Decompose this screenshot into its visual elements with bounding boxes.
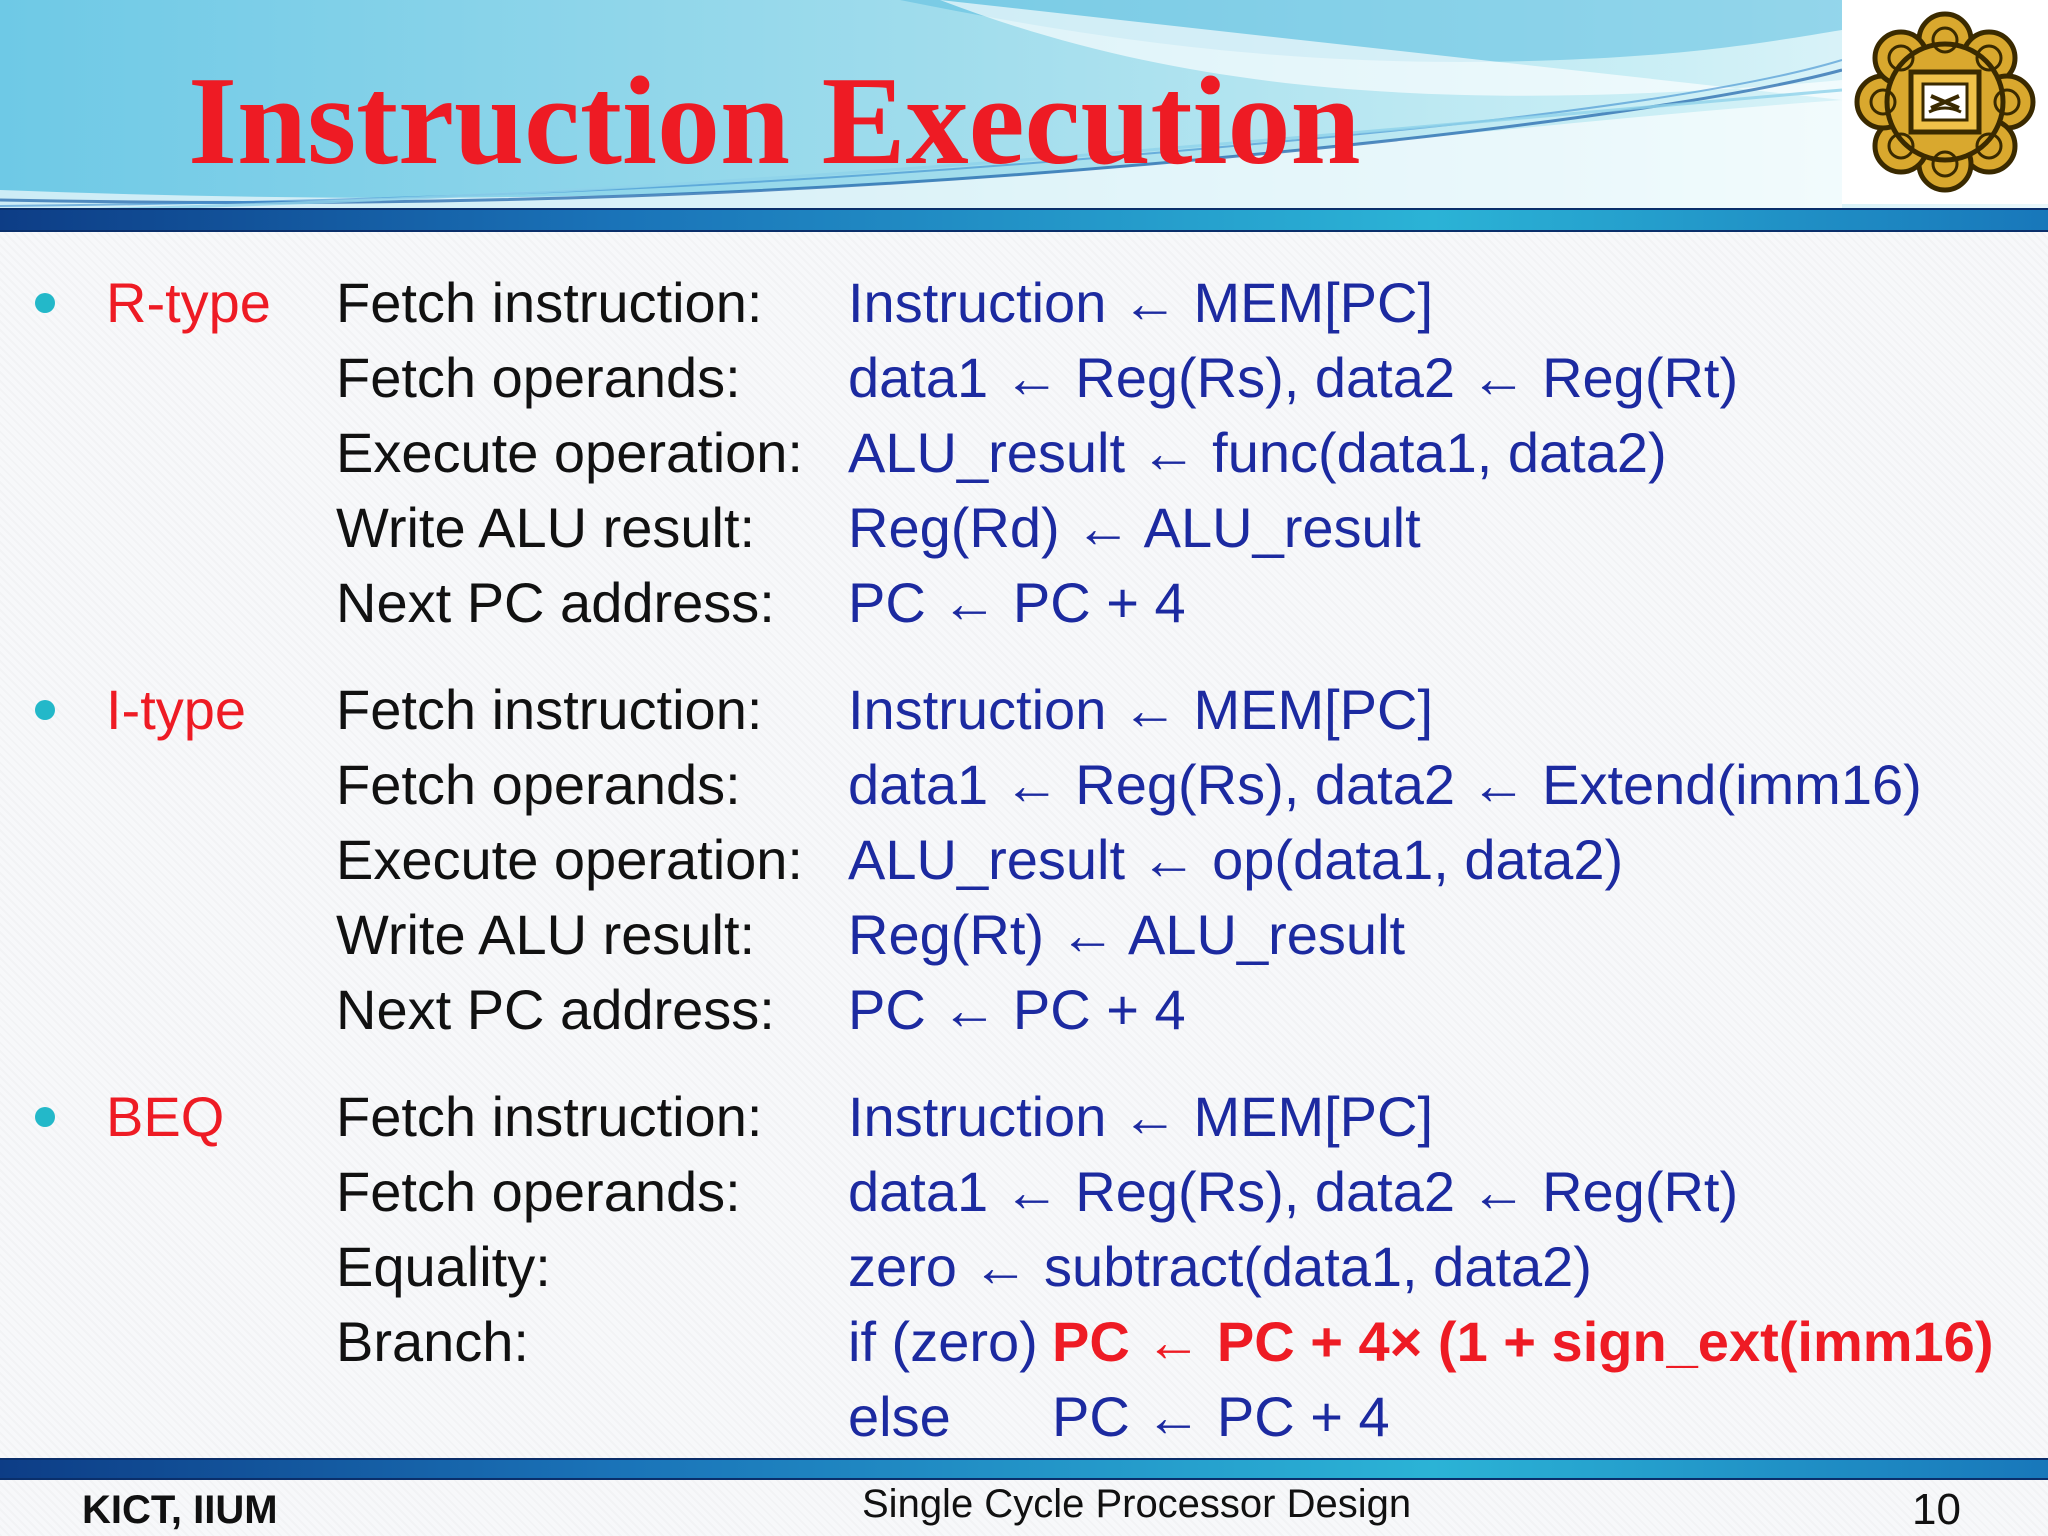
step-row: Execute operation: ALU_result ← func(dat… [0, 415, 2048, 490]
step-expression: data1 ← Reg(Rs), data2 ← Reg(Rt) [848, 346, 1739, 409]
step-label: Execute operation: [336, 421, 803, 484]
step-row: Fetch operands: data1 ← Reg(Rs), data2 ←… [0, 340, 2048, 415]
step-label: Execute operation: [336, 828, 803, 891]
step-label: Equality: [336, 1235, 551, 1298]
step-label: Fetch instruction: [336, 678, 763, 741]
step-row: Execute operation: ALU_result ← op(data1… [0, 822, 2048, 897]
step-row: Write ALU result: Reg(Rt) ← ALU_result [0, 897, 2048, 972]
step-expression: Reg(Rt) ← ALU_result [848, 903, 1406, 966]
page-number: 10 [1912, 1485, 1961, 1534]
step-row: Fetch instruction: Instruction ← MEM[PC] [0, 265, 2048, 340]
step-row: Fetch operands: data1 ← Reg(Rs), data2 ←… [0, 747, 2048, 822]
slide-title: Instruction Execution [188, 52, 1361, 191]
step-expression: data1 ← Reg(Rs), data2 ← Reg(Rt) [848, 1160, 1739, 1223]
step-expression: Instruction ← MEM[PC] [848, 1085, 1434, 1148]
header-divider [0, 208, 2048, 232]
step-row: Next PC address: PC ← PC + 4 [0, 972, 2048, 1047]
step-expression: Instruction ← MEM[PC] [848, 271, 1434, 334]
step-label: Fetch operands: [336, 753, 741, 816]
bullet-dot-icon [35, 700, 55, 720]
step-row: Next PC address: PC ← PC + 4 [0, 565, 2048, 640]
step-row: Fetch instruction: Instruction ← MEM[PC] [0, 672, 2048, 747]
step-expression: zero ← subtract(data1, data2) [848, 1235, 1592, 1298]
footer-course-title: Single Cycle Processor Design [862, 1482, 1412, 1526]
step-label: Write ALU result: [336, 496, 756, 559]
step-label: Fetch instruction: [336, 271, 763, 334]
section-label: R-type [106, 271, 271, 334]
step-expression: Instruction ← MEM[PC] [848, 678, 1434, 741]
section-label: I-type [106, 678, 247, 741]
step-label: Fetch operands: [336, 346, 741, 409]
step-expression: PC ← PC + 4 [848, 978, 1186, 1041]
footer-divider [0, 1458, 2048, 1480]
step-expression: ALU_result ← op(data1, data2) [848, 828, 1624, 891]
step-label: Fetch operands: [336, 1160, 741, 1223]
step-row: else PC ← PC + 4 [0, 1379, 2048, 1454]
else-expression: PC ← PC + 4 [1052, 1385, 1390, 1448]
step-label: Branch: [336, 1310, 529, 1373]
step-row: Equality: zero ← subtract(data1, data2) [0, 1229, 2048, 1304]
step-label: Write ALU result: [336, 903, 756, 966]
header-banner [0, 0, 2048, 215]
bullet-dot-icon [35, 1107, 55, 1127]
step-label: Fetch instruction: [336, 1085, 763, 1148]
branch-target-expression: PC ← PC + 4× (1 + sign_ext(imm16) [1052, 1310, 1994, 1373]
step-expression: PC ← PC + 4 [848, 571, 1186, 634]
step-row: Fetch instruction: Instruction ← MEM[PC] [0, 1079, 2048, 1154]
iium-emblem-icon [1854, 11, 2036, 193]
step-expression: ALU_result ← func(data1, data2) [848, 421, 1667, 484]
step-expression: Reg(Rd) ← ALU_result [848, 496, 1421, 559]
step-expression: data1 ← Reg(Rs), data2 ← Extend(imm16) [848, 753, 1922, 816]
step-row: Branch: if (zero) PC ← PC + 4× (1 + sign… [0, 1304, 2048, 1379]
bullet-dot-icon [35, 293, 55, 313]
step-label: Next PC address: [336, 978, 775, 1041]
step-row: Fetch operands: data1 ← Reg(Rs), data2 ←… [0, 1154, 2048, 1229]
step-expression: else [848, 1385, 951, 1448]
section-label: BEQ [106, 1085, 225, 1148]
step-row: Write ALU result: Reg(Rd) ← ALU_result [0, 490, 2048, 565]
step-label: Next PC address: [336, 571, 775, 634]
footer-institution: KICT, IIUM [82, 1488, 278, 1532]
step-expression: if (zero) [848, 1310, 1038, 1373]
logo [1842, 0, 2048, 204]
